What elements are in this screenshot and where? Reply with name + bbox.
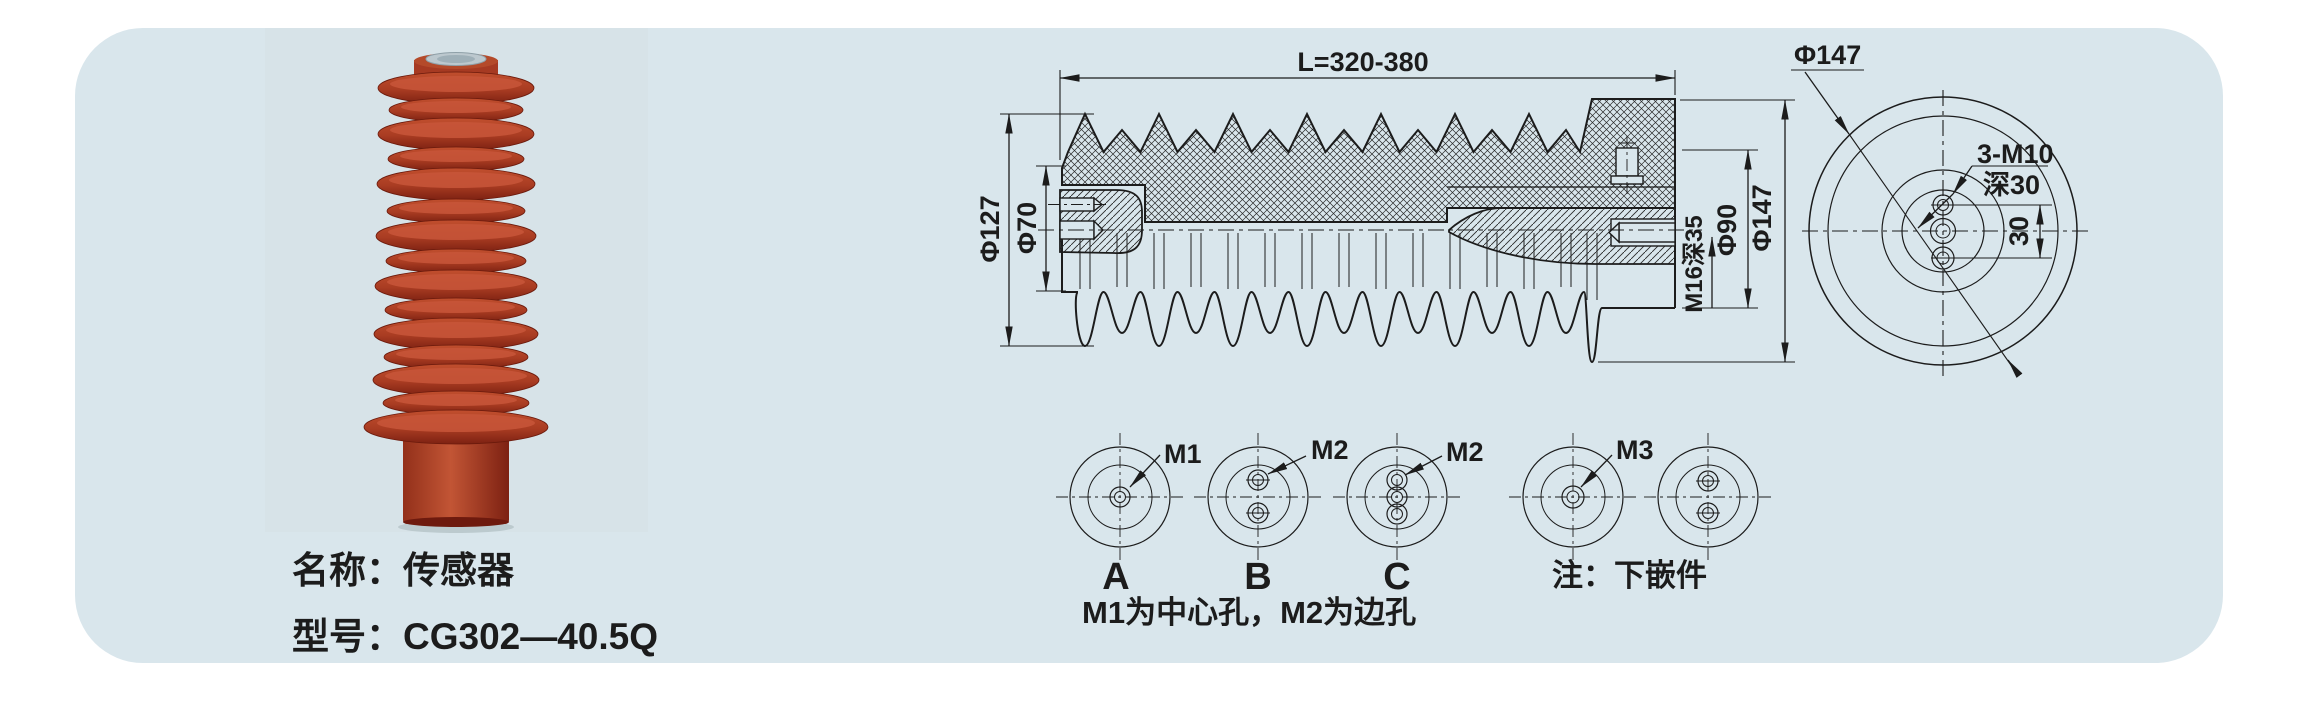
variant-b-letter: B <box>1244 556 1271 598</box>
product-photo <box>265 28 648 533</box>
thread-depth-label: 深30 <box>1983 170 2040 200</box>
insert-view-2 <box>1644 433 1772 561</box>
length-dimension: L=320-380 <box>1297 47 1428 77</box>
variant-c-view: M2 <box>1333 433 1484 561</box>
leader-m3: M3 <box>1616 435 1654 465</box>
right-metal-fitting <box>1448 207 1676 265</box>
top-stud <box>1610 136 1644 196</box>
insulator-base-cylinder <box>403 436 509 527</box>
variant-c-letter: C <box>1383 556 1410 598</box>
insert-view-m3: M3 <box>1509 433 1654 561</box>
end-dia147-label: Φ147 <box>1794 40 1861 70</box>
dia127-dimension: Φ127 <box>975 195 1005 262</box>
variant-a-view: M1 <box>1056 433 1202 561</box>
thread-callout: 3-M10 深30 <box>1917 139 2054 229</box>
variant-b-view: M2 <box>1194 433 1349 561</box>
leader-m2-b: M2 <box>1311 435 1349 465</box>
m16-thread-dimension: M16深35 <box>1681 215 1708 312</box>
exterior-fin-profile <box>1061 230 1675 364</box>
insert-note: 注：下嵌件 <box>1552 558 1707 593</box>
resin-section <box>1061 98 1676 223</box>
dia70-dimension: Φ70 <box>1012 202 1042 254</box>
hole-pattern-views: M1 M2 M2 M3 <box>1056 433 1772 630</box>
hole-note: M1为中心孔，M2为边孔 <box>1082 595 1416 630</box>
dia90-dimension: Φ90 <box>1712 204 1742 256</box>
variant-a-letter: A <box>1102 556 1129 598</box>
hole-pitch-dimension: 30 <box>1952 204 2052 259</box>
side-view-dimensions: L=320-380 Φ127 Φ70 M16深35 Φ90 Φ147 <box>975 47 1795 363</box>
thread-count-label: 3-M10 <box>1977 139 2054 169</box>
pitch-30-label: 30 <box>2004 216 2034 246</box>
end-dia147-leader: Φ147 <box>1791 40 2023 378</box>
leader-m2-c: M2 <box>1446 437 1484 467</box>
end-view: Φ147 3-M10 深30 30 <box>1791 40 2090 378</box>
product-model-label: 型号：CG302—40.5Q <box>292 616 658 657</box>
left-metal-insert <box>1048 189 1143 254</box>
side-section-view: L=320-380 Φ127 Φ70 M16深35 Φ90 Φ147 <box>975 47 1795 364</box>
leader-m1: M1 <box>1164 439 1202 469</box>
product-name-label: 名称：传感器 <box>292 550 515 591</box>
dia147-dimension: Φ147 <box>1747 184 1777 251</box>
insulator-skirts <box>363 71 549 445</box>
